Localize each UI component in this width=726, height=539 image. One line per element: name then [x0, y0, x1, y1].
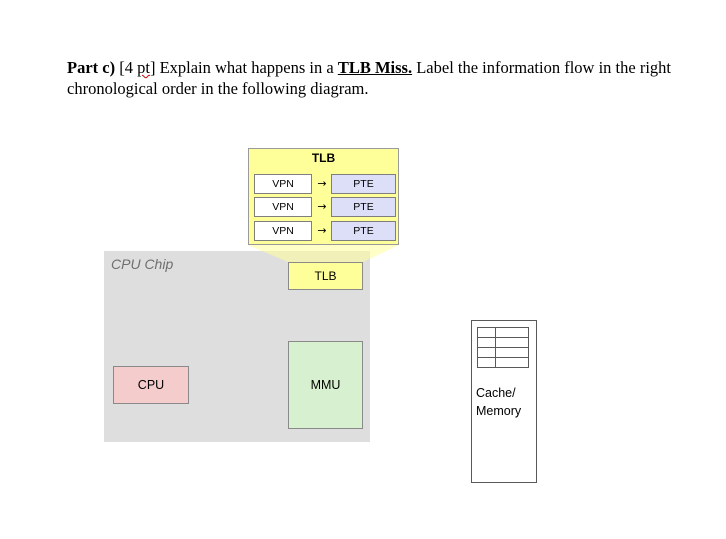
vpn-cell: VPN	[254, 197, 312, 217]
question-text: Part c) [4 pt] Explain what happens in a…	[67, 57, 697, 99]
right-arrow-icon: →	[317, 200, 327, 213]
vpn-cell: VPN	[254, 174, 312, 194]
tlb-box: TLB	[288, 262, 363, 290]
pte-cell: PTE	[331, 197, 396, 217]
tlb-expanded-title: TLB	[311, 151, 336, 165]
cpu-chip-label: CPU Chip	[111, 256, 174, 272]
pte-cell: PTE	[331, 221, 396, 241]
cache-memory-label: Cache/ Memory	[476, 386, 522, 418]
points-open: [4	[115, 58, 138, 77]
points-unit: pt	[137, 58, 150, 77]
vpn-cell: VPN	[254, 221, 312, 241]
part-label: Part c)	[67, 58, 116, 77]
tlb-miss-term: TLB Miss.	[337, 58, 413, 77]
right-arrow-icon: →	[317, 177, 327, 190]
question-text-before: Explain what happens in a	[155, 58, 338, 77]
points-close: ]	[149, 58, 156, 77]
pte-cell: PTE	[331, 174, 396, 194]
right-arrow-icon: →	[317, 224, 327, 237]
question-text-after: Label the information flow in the right …	[67, 58, 671, 98]
mmu-box: MMU	[288, 341, 363, 429]
memory-table-icon	[477, 327, 529, 368]
cpu-box: CPU	[113, 366, 189, 404]
tlb-zoom-wedge	[248, 245, 399, 262]
